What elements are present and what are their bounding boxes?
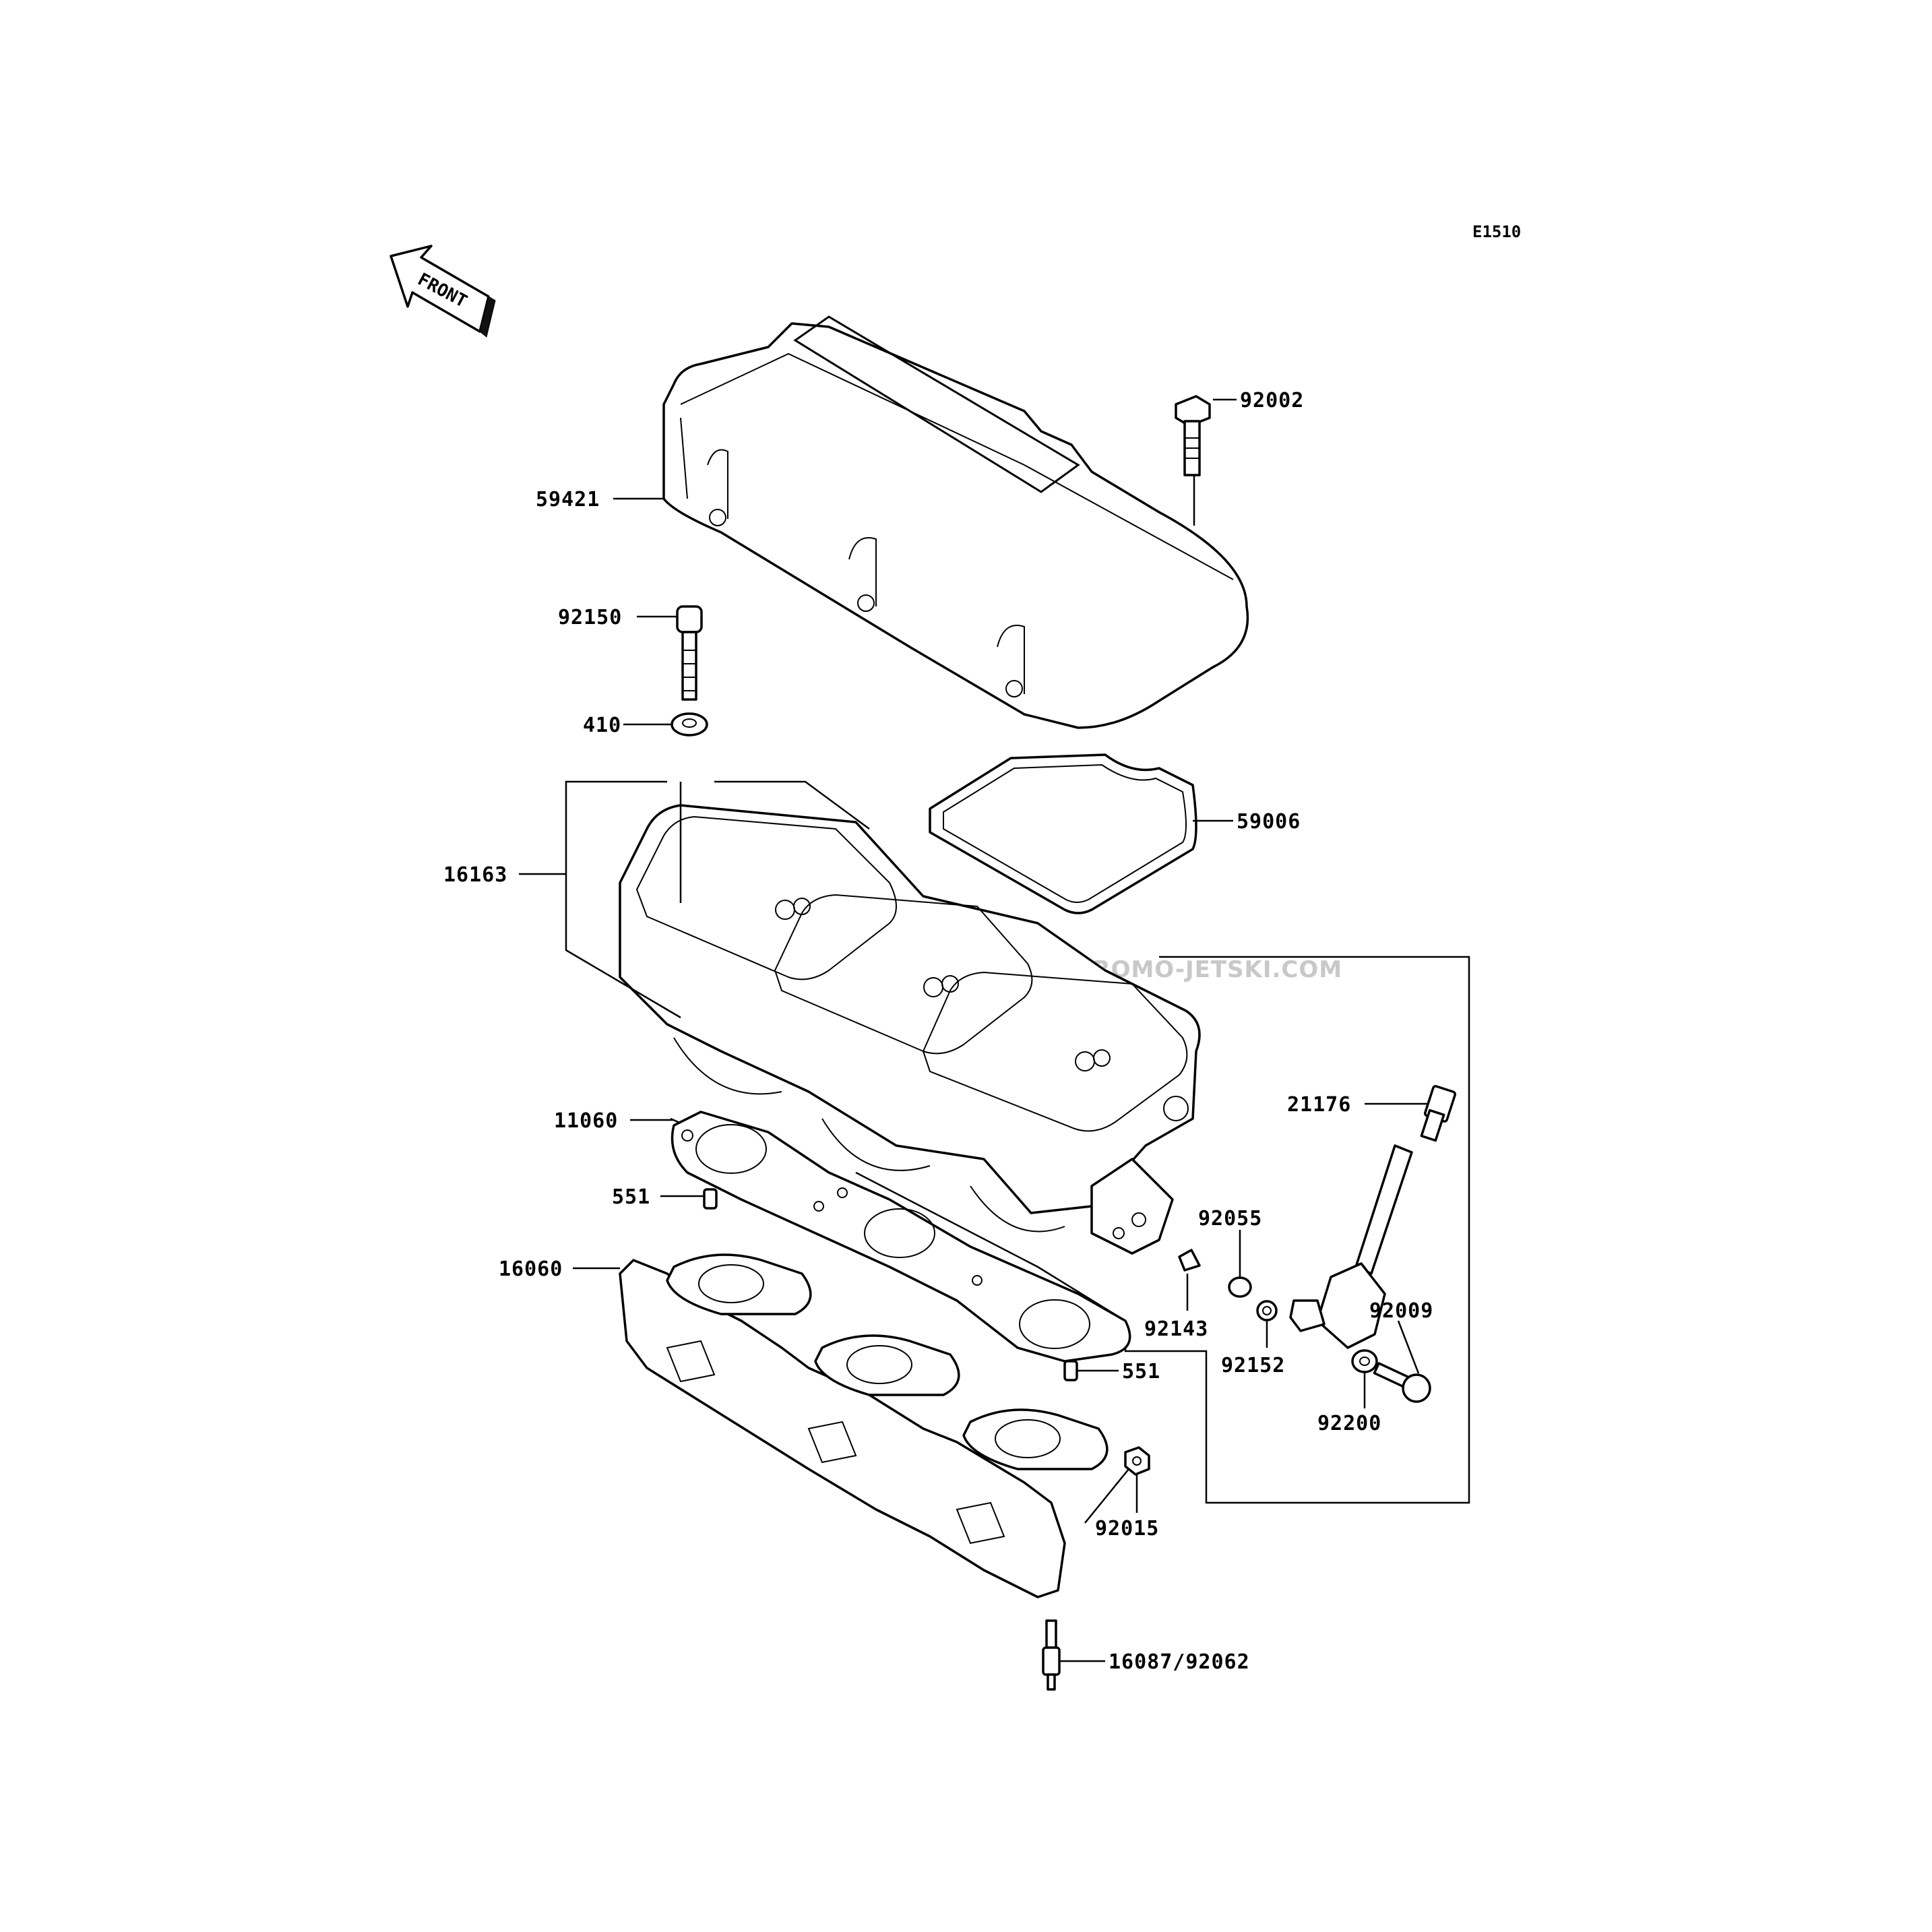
label-59421: 59421 xyxy=(536,488,600,511)
bolt-92002-icon xyxy=(1175,395,1211,476)
label-551-lower: 551 xyxy=(1122,1360,1160,1383)
label-21176: 21176 xyxy=(1287,1093,1351,1117)
label-551-upper: 551 xyxy=(612,1185,650,1209)
washer-92200-icon xyxy=(1351,1349,1378,1373)
gasket-11060-icon xyxy=(671,1111,1131,1363)
label-410: 410 xyxy=(583,714,621,737)
label-92009: 92009 xyxy=(1369,1299,1433,1323)
label-59006: 59006 xyxy=(1237,810,1301,834)
label-92143: 92143 xyxy=(1144,1317,1208,1341)
diagram-code: E1510 xyxy=(1472,222,1521,241)
bolt-92150-icon xyxy=(676,605,703,701)
washer-410-icon xyxy=(671,712,708,737)
bolt-92009-icon xyxy=(1373,1362,1431,1403)
leader-lines xyxy=(519,398,1427,1662)
o-ring-92055-icon xyxy=(1228,1276,1252,1298)
front-arrow-icon: FRONT xyxy=(389,245,496,338)
label-92152: 92152 xyxy=(1221,1354,1285,1377)
label-92150: 92150 xyxy=(558,606,622,629)
label-92200: 92200 xyxy=(1317,1412,1381,1435)
throttle-body-assembly xyxy=(619,804,1201,1255)
label-92015: 92015 xyxy=(1095,1517,1159,1540)
dowel-pin-551-lower-icon xyxy=(1063,1360,1078,1381)
label-92055: 92055 xyxy=(1198,1207,1262,1230)
collar-92152-icon xyxy=(1256,1300,1278,1321)
cylinder-head-cover xyxy=(662,315,1249,729)
label-92002: 92002 xyxy=(1240,389,1304,412)
label-16163: 16163 xyxy=(443,863,507,887)
dowel-pin-551-upper-icon xyxy=(703,1188,718,1210)
nut-92015-icon xyxy=(1124,1446,1150,1476)
intake-manifold-16060 xyxy=(619,1253,1109,1598)
clip-92143-icon xyxy=(1178,1249,1201,1272)
label-16087-92062: 16087/92062 xyxy=(1109,1650,1250,1674)
fitting-16087-92062-icon xyxy=(1042,1619,1061,1691)
label-16060: 16060 xyxy=(499,1257,563,1281)
label-11060: 11060 xyxy=(554,1109,618,1133)
sensor-21176-icon xyxy=(1289,1085,1456,1349)
gasket-59006-icon xyxy=(929,753,1197,914)
